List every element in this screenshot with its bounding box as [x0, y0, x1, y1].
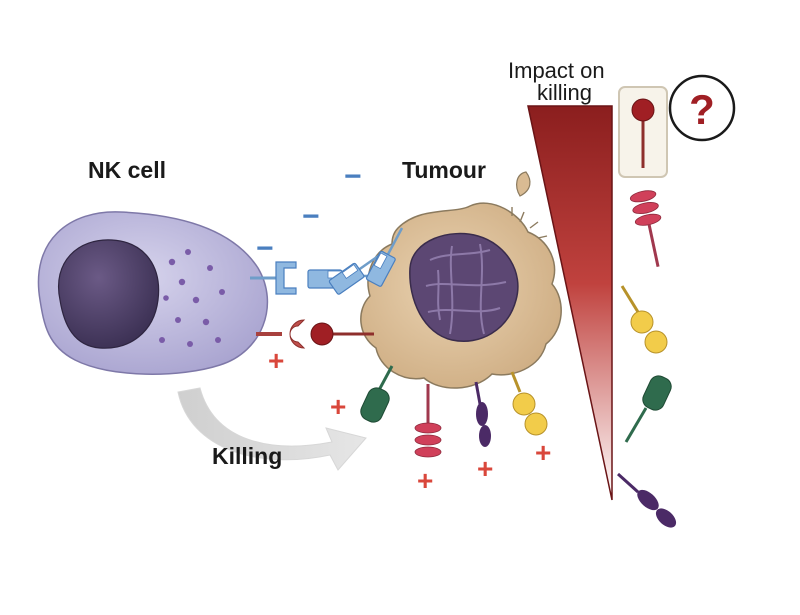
unknown-ligand-box	[618, 86, 668, 178]
minus-sign-1: −	[344, 160, 362, 193]
tumour-ligand-blue-3	[365, 227, 404, 287]
nk-cell-nucleus	[58, 239, 160, 349]
tumour-ligand-red	[310, 322, 374, 346]
tumour-chromatin	[425, 243, 507, 335]
impact-label-line1: Impact on	[508, 58, 605, 83]
plus-sign-4: +	[477, 453, 493, 484]
plus-sign-1: +	[268, 345, 284, 376]
nk-cell	[37, 211, 269, 375]
tumour-ligand-yellow	[510, 371, 548, 436]
tumour-cell	[360, 202, 562, 389]
minus-sign-2: −	[302, 200, 320, 233]
plus-sign-3: +	[417, 465, 433, 496]
side-ligand-pink	[629, 190, 662, 268]
tumour-spikes	[511, 207, 548, 239]
question-circle-icon: ?	[668, 74, 736, 142]
question-mark: ?	[689, 86, 715, 133]
side-ligand-purple	[616, 472, 677, 528]
plus-sign-2: +	[330, 391, 346, 422]
impact-label-line2: killing	[537, 80, 592, 105]
impact-gradient-wedge	[527, 105, 613, 501]
side-ligand-yellow	[620, 285, 668, 354]
killing-label: Killing	[212, 443, 282, 469]
nk-activating-receptor	[256, 319, 306, 349]
tumour-ligand-purple	[474, 381, 491, 447]
plus-sign-5: +	[535, 437, 551, 468]
nk-inhibitory-receptor	[250, 261, 297, 295]
killing-arrow-icon	[177, 387, 367, 471]
nk-granules	[159, 249, 225, 347]
tumour-label: Tumour	[402, 157, 486, 183]
tumour-ligand-green	[360, 365, 394, 423]
side-ligand-green	[624, 375, 672, 443]
minus-sign-3: −	[256, 232, 274, 265]
nk-cell-label: NK cell	[88, 157, 166, 183]
tumour-nucleus	[409, 232, 519, 342]
tumour-ligand-pink	[414, 384, 442, 458]
